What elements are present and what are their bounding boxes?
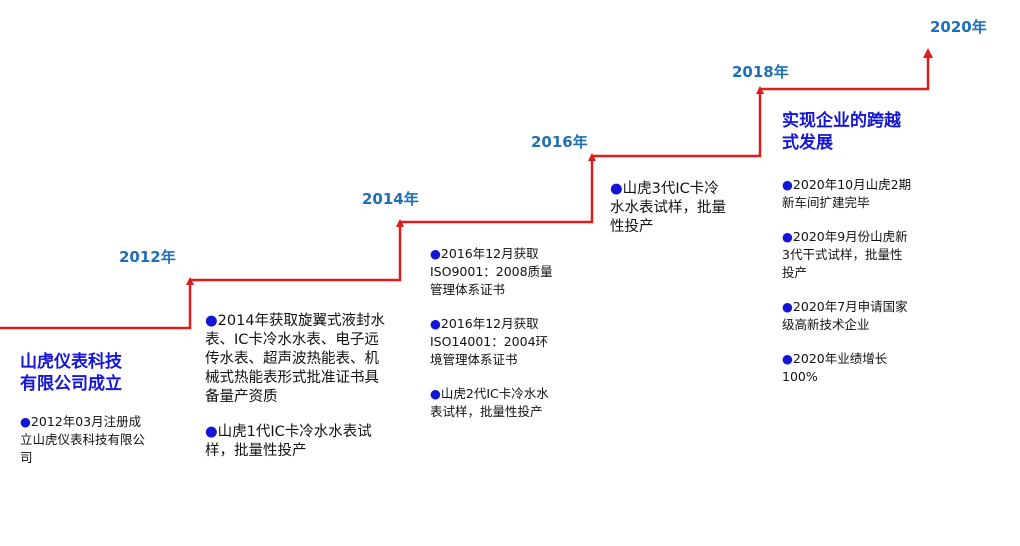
bullet-icon: ● <box>782 299 793 314</box>
bullet-icon: ● <box>782 351 793 366</box>
stage-item-text: 2020年7月申请国家级高新技术企业 <box>782 299 908 332</box>
bullet-icon: ● <box>205 424 218 440</box>
stage-block-2016: ●2016年12月获取ISO9001：2008质量管理体系证书 ●2016年12… <box>430 245 558 421</box>
bullet-icon: ● <box>430 316 441 331</box>
stage-item: ●2020年10月山虎2期新车间扩建完毕 <box>782 176 912 212</box>
stage-item-text: 2020年9月份山虎新3代干式试样，批量性投产 <box>782 229 908 280</box>
arrow-head-2020 <box>923 48 933 58</box>
stage-item: ●山虎3代IC卡冷水水表试样，批量性投产 <box>610 180 732 237</box>
bullet-icon: ● <box>205 313 218 329</box>
stage-block-2018: ●山虎3代IC卡冷水水表试样，批量性投产 <box>610 180 732 237</box>
stage-item-text: 2020年10月山虎2期新车间扩建完毕 <box>782 177 912 210</box>
timeline-path <box>0 52 930 330</box>
stage-item-text: 2014年获取旋翼式液封水表、IC卡冷水水表、电子远传水表、超声波热能表、机械式… <box>205 313 386 405</box>
bullet-icon: ● <box>782 177 793 192</box>
bullet-icon: ● <box>430 386 441 401</box>
stage-item: ●山虎2代IC卡冷水水表试样，批量性投产 <box>430 385 558 421</box>
year-label-2018: 2018年 <box>732 63 789 81</box>
bullet-icon: ● <box>610 181 623 197</box>
year-label-2020: 2020年 <box>930 18 987 36</box>
stage-item-text: 山虎2代IC卡冷水水表试样，批量性投产 <box>430 386 549 419</box>
arrow-head-2014 <box>396 219 404 227</box>
stage-item: ●2020年7月申请国家级高新技术企业 <box>782 298 912 334</box>
stage-title-2012: 山虎仪表科技有限公司成立 <box>20 352 122 394</box>
stage-item: ●2020年业绩增长100% <box>782 350 912 386</box>
bullet-icon: ● <box>20 414 31 429</box>
stage-item-text: 山虎1代IC卡冷水水表试样，批量性投产 <box>205 424 372 459</box>
stage-item-text: 2020年业绩增长100% <box>782 351 888 384</box>
year-label-2012: 2012年 <box>119 248 176 266</box>
stage-block-2014: ●2014年获取旋翼式液封水表、IC卡冷水水表、电子远传水表、超声波热能表、机械… <box>205 312 387 461</box>
stage-item-text: 2012年03月注册成立山虎仪表科技有限公司 <box>20 414 146 465</box>
stage-item-text: 2016年12月获取ISO9001：2008质量管理体系证书 <box>430 246 553 297</box>
stage-title-2020: 实现企业的跨越式发展 <box>782 111 901 153</box>
arrow-head-2016 <box>588 153 596 161</box>
stage-item: ●2016年12月获取ISO14001：2004环境管理体系证书 <box>430 315 558 369</box>
bullet-icon: ● <box>782 229 793 244</box>
year-label-2016: 2016年 <box>531 133 588 151</box>
stage-item: ●山虎1代IC卡冷水水表试样，批量性投产 <box>205 423 387 461</box>
stage-item: ●2020年9月份山虎新3代干式试样，批量性投产 <box>782 228 912 282</box>
stage-item: ●2012年03月注册成立山虎仪表科技有限公司 <box>20 413 148 467</box>
year-label-2014: 2014年 <box>362 190 419 208</box>
stage-block-2012: ●2012年03月注册成立山虎仪表科技有限公司 <box>20 413 148 467</box>
stage-item-text: 山虎3代IC卡冷水水表试样，批量性投产 <box>610 181 726 235</box>
arrow-head-2012 <box>186 277 194 285</box>
stage-item-text: 2016年12月获取ISO14001：2004环境管理体系证书 <box>430 316 549 367</box>
arrow-head-2018 <box>756 86 764 94</box>
stage-item: ●2014年获取旋翼式液封水表、IC卡冷水水表、电子远传水表、超声波热能表、机械… <box>205 312 387 407</box>
bullet-icon: ● <box>430 246 441 261</box>
stage-item: ●2016年12月获取ISO9001：2008质量管理体系证书 <box>430 245 558 299</box>
stage-block-2020: ●2020年10月山虎2期新车间扩建完毕 ●2020年9月份山虎新3代干式试样，… <box>782 176 912 386</box>
